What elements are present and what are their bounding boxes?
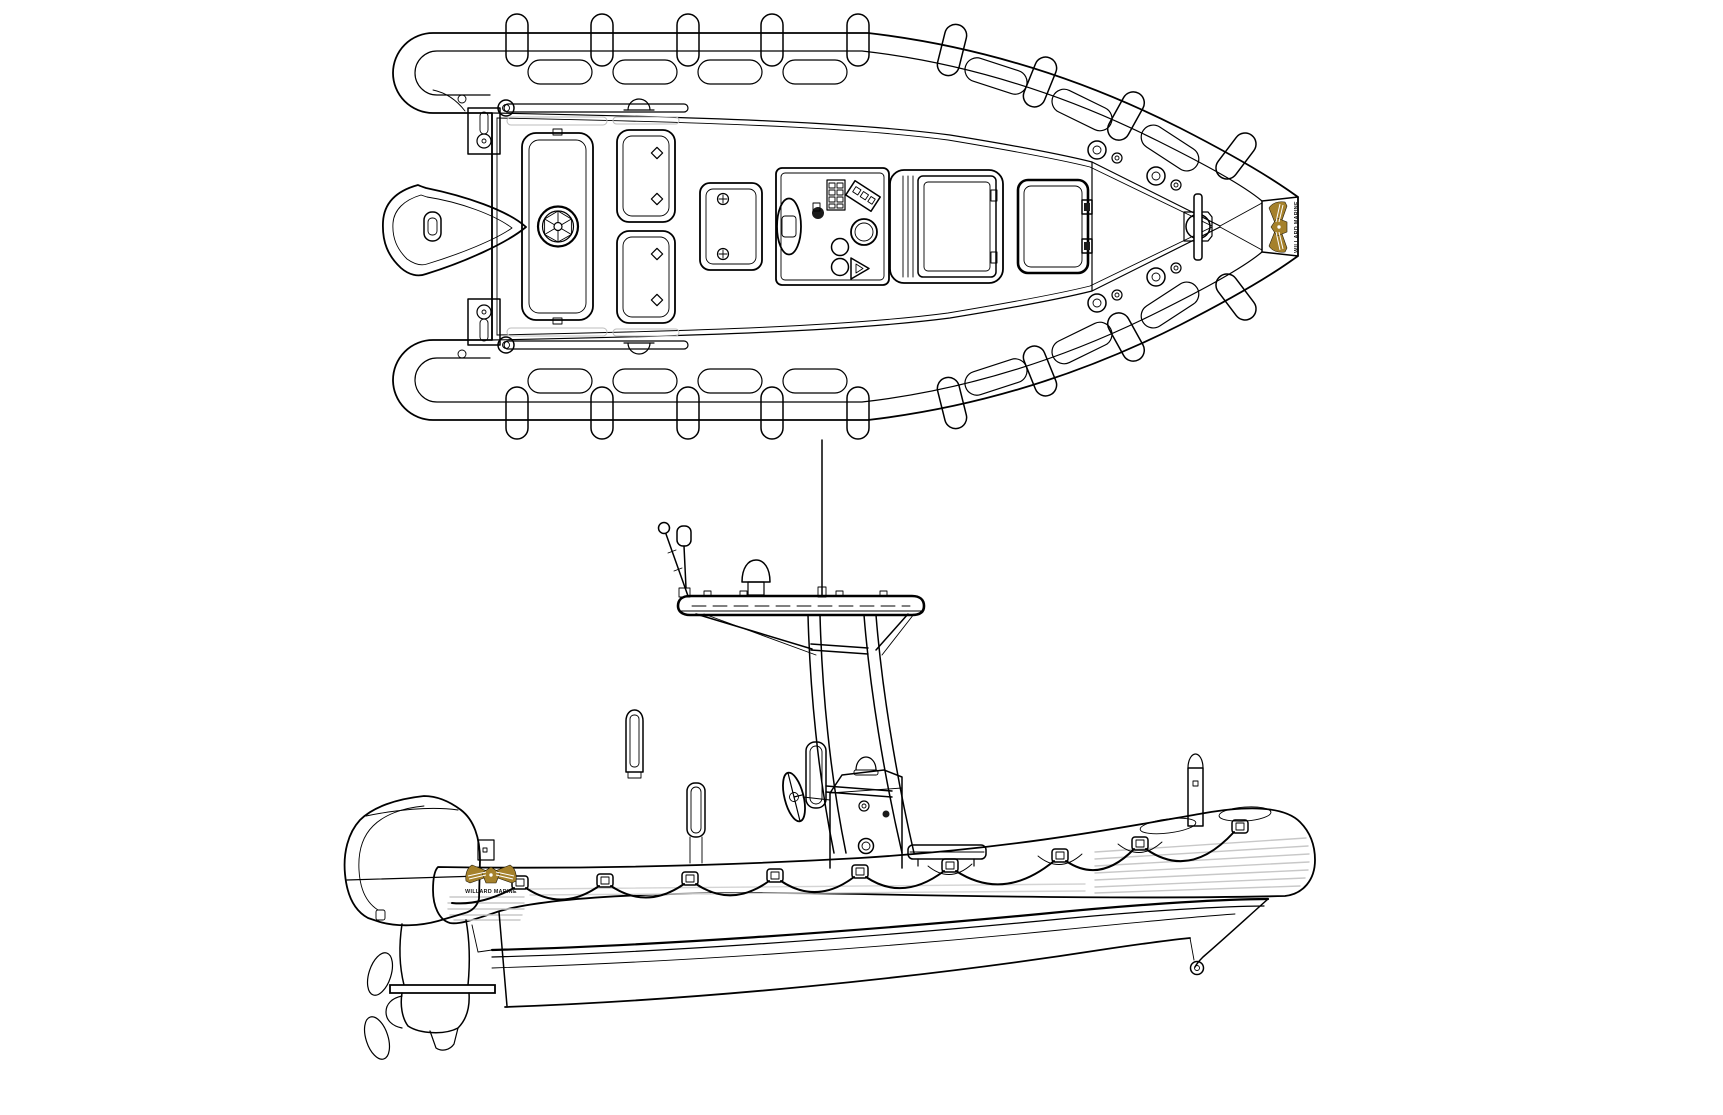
anchor-locker-lines	[1219, 202, 1263, 251]
compass-top	[850, 218, 878, 246]
throttle-control-top	[812, 207, 824, 219]
gear-case	[400, 992, 470, 1034]
lifeline-ropes	[451, 831, 1235, 905]
t-top-canopy	[676, 594, 926, 617]
logo-text-bow: WILLARD MARINE	[1294, 201, 1300, 253]
forward-hatch-top	[1016, 178, 1093, 275]
side-view: WILLARD MARINE	[343, 439, 1316, 1060]
steering-console-top	[775, 167, 890, 286]
vhf-radio-top	[845, 179, 881, 213]
gauge-1	[830, 237, 850, 257]
outboard-motor-side	[343, 795, 496, 1060]
anti-ventilation-plate	[389, 984, 496, 994]
tube-handles-port	[505, 13, 1262, 185]
transom-edge	[498, 911, 508, 1007]
chine-line	[491, 913, 1236, 969]
tube-seam-port	[414, 50, 1263, 202]
deck-edge-starboard	[491, 226, 1221, 341]
t-top-frame	[695, 613, 915, 854]
tube-outline-top	[392, 32, 1299, 421]
bow-eye	[1189, 960, 1205, 976]
outboard-motor-top	[382, 184, 527, 277]
top-view: WILLARD MARINE	[382, 13, 1300, 440]
deck-edge-port	[491, 112, 1221, 227]
console-compass-side	[853, 756, 879, 776]
console-front-seat-top	[699, 182, 763, 271]
hull-side	[471, 897, 1270, 1008]
motor-bracket-port	[467, 107, 501, 155]
bow-nav-light-post	[1187, 753, 1204, 827]
t-top	[657, 439, 926, 854]
center-console-side	[782, 741, 903, 869]
leaning-post-seat	[907, 844, 987, 867]
stern-light-staff	[625, 709, 644, 779]
side-logo: WILLARD MARINE	[465, 864, 517, 895]
motor-cowling-side	[343, 795, 481, 927]
bow-logo: WILLARD MARINE	[1268, 201, 1300, 253]
deck-hatch-forward-port	[616, 129, 676, 223]
steering-wheel-top	[776, 197, 802, 256]
tube-seam-oval-1	[1139, 817, 1197, 835]
deck-edge-starboard-inner	[496, 226, 1213, 336]
bow-stem	[1194, 898, 1269, 968]
spray-rail	[490, 897, 1270, 952]
tube-handles-starboard	[505, 268, 1262, 440]
deck-edge-port-inner	[496, 117, 1213, 227]
skeg	[429, 1027, 459, 1051]
gunwale-rail-port	[497, 98, 689, 126]
tube-seam-oval-2	[1218, 806, 1272, 822]
aft-bench-top	[521, 128, 594, 325]
warning-label-triangle	[850, 257, 870, 280]
bow-cleat	[1183, 193, 1213, 261]
light-mast-antenna	[676, 525, 692, 598]
vhf-antenna	[817, 439, 827, 598]
inspection-port	[536, 205, 580, 248]
steering-wheel-side	[782, 771, 806, 823]
motor-midsection	[399, 919, 471, 986]
tube-outline-side	[432, 807, 1316, 925]
keel-line	[504, 937, 1191, 1008]
willard-wings-icon	[1268, 201, 1288, 253]
tube-handholds-side	[451, 819, 1249, 905]
console-grab-rail-side	[805, 741, 827, 809]
motor-lift-handle	[423, 211, 442, 242]
tube-seam-starboard	[414, 251, 1263, 403]
bow-grab-handle-side	[686, 782, 706, 864]
gauge-2	[830, 257, 850, 277]
gps-dome	[741, 559, 771, 596]
logo-text-side: WILLARD MARINE	[465, 889, 517, 895]
tube-aft-shading	[447, 896, 525, 921]
switch-panel-top	[826, 179, 846, 211]
aft-seat-box-top	[889, 169, 1004, 284]
gunwale-rail-starboard	[497, 327, 689, 355]
willard-wings-icon-side	[465, 864, 517, 884]
propeller	[363, 952, 403, 1060]
deck-hatch-forward-starboard	[616, 230, 676, 324]
motor-bracket-starboard	[467, 298, 501, 346]
whip-antenna	[657, 521, 689, 597]
bow-plate	[1261, 196, 1299, 257]
cup-holder	[857, 837, 875, 855]
transom-bracket-side	[477, 839, 495, 861]
